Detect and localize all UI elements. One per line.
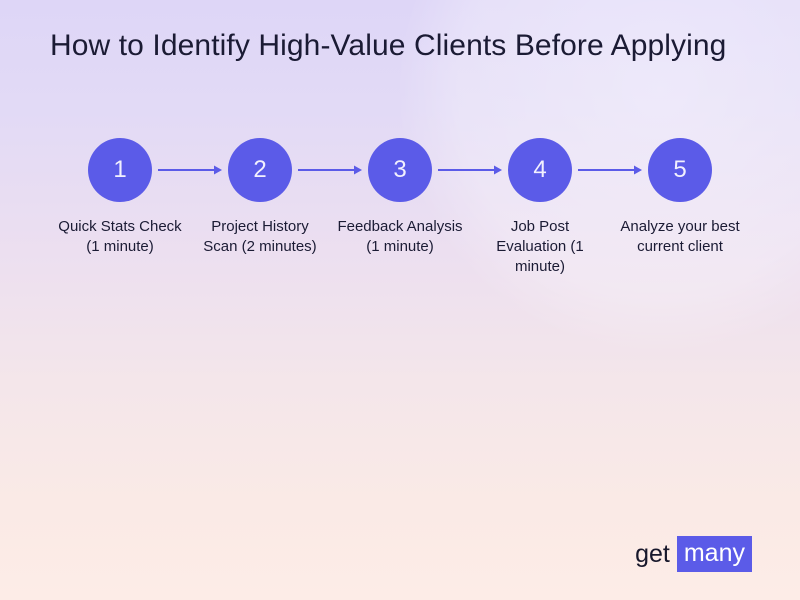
flow-step-number: 2	[253, 156, 267, 183]
flow-step-label: Job Post Evaluation (1 minute)	[496, 218, 584, 275]
flow-step-label: Feedback Analysis (1 minute)	[337, 218, 463, 255]
flow-step-number: 1	[113, 156, 127, 183]
flow-step-label: Analyze your best current client	[620, 218, 740, 255]
flow-step-number: 3	[393, 156, 407, 183]
flow-step-number: 4	[533, 156, 547, 183]
flow-step-label: Quick Stats Check (1 minute)	[58, 218, 182, 255]
flow-step-label: Project History Scan (2 minutes)	[203, 218, 317, 255]
page-title: How to Identify High-Value Clients Befor…	[50, 29, 727, 62]
brand-logo: get many	[635, 536, 752, 572]
logo-word-get: get	[635, 540, 670, 568]
logo-word-many: many	[676, 536, 752, 572]
flow-step-circle-4[interactable]: 4	[508, 138, 572, 202]
flow-step-circle-2[interactable]: 2	[228, 138, 292, 202]
flow-step-circle-3[interactable]: 3	[368, 138, 432, 202]
flow-step-circle-5[interactable]: 5	[648, 138, 712, 202]
flow-step-circle-1[interactable]: 1	[88, 138, 152, 202]
flow-step-number: 5	[673, 156, 687, 183]
